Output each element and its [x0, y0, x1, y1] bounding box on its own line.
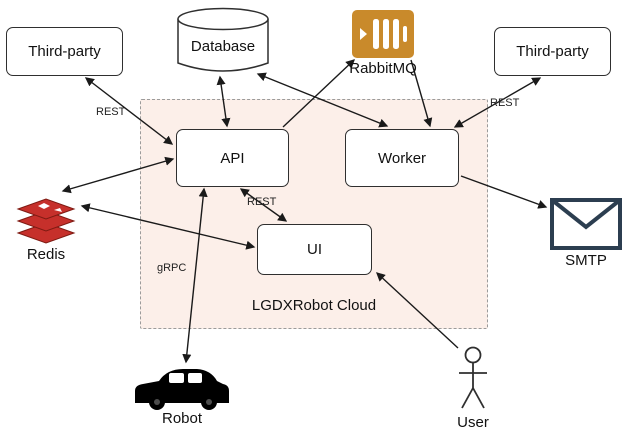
edge-label-grpc: gRPC: [157, 262, 187, 274]
redis-icon: [16, 198, 76, 244]
user-label: User: [457, 414, 489, 431]
node-ui-label: UI: [307, 241, 322, 258]
edge-api-rabbitmq: [282, 59, 355, 128]
robot-label: Robot: [161, 410, 203, 427]
edge-worker-smtp: [460, 175, 548, 209]
redis-label: Redis: [26, 246, 66, 263]
edge-user-ui: [375, 272, 459, 349]
smtp-label: SMTP: [565, 252, 607, 269]
node-api: API: [176, 129, 289, 187]
edge-label-rest-right: REST: [490, 97, 520, 109]
smtp-envelope-icon: [550, 198, 622, 250]
edge-rabbitmq-worker: [410, 59, 433, 128]
node-worker: Worker: [345, 129, 459, 187]
node-worker-label: Worker: [377, 149, 427, 167]
edge-redis-ui: [80, 203, 256, 250]
node-third-party-left-label: Third-party: [28, 43, 101, 60]
cloud-label: LGDXRobot Cloud: [251, 297, 377, 314]
robot-car-icon: [135, 369, 229, 410]
node-third-party-right: Third-party: [494, 27, 611, 76]
database-label: Database: [190, 38, 256, 55]
node-third-party-left: Third-party: [6, 27, 123, 76]
rabbitmq-label: RabbitMQ: [349, 60, 417, 77]
edge-database-worker: [256, 72, 389, 128]
edge-thirdparty-left-api: [84, 77, 174, 145]
edge-robot-api: [182, 187, 208, 364]
edge-label-rest-mid: REST: [247, 196, 277, 208]
edge-api-ui: [239, 188, 288, 222]
rabbitmq-icon: [352, 10, 414, 58]
node-third-party-right-label: Third-party: [516, 43, 589, 60]
edge-redis-api: [61, 156, 175, 194]
user-icon: [459, 346, 487, 409]
edge-thirdparty-right-worker: [453, 77, 542, 128]
node-api-label: API: [220, 149, 245, 167]
database-icon: [177, 7, 269, 72]
edge-database-api: [216, 75, 231, 128]
node-ui: UI: [257, 224, 372, 275]
edge-label-rest-left: REST: [96, 106, 126, 118]
